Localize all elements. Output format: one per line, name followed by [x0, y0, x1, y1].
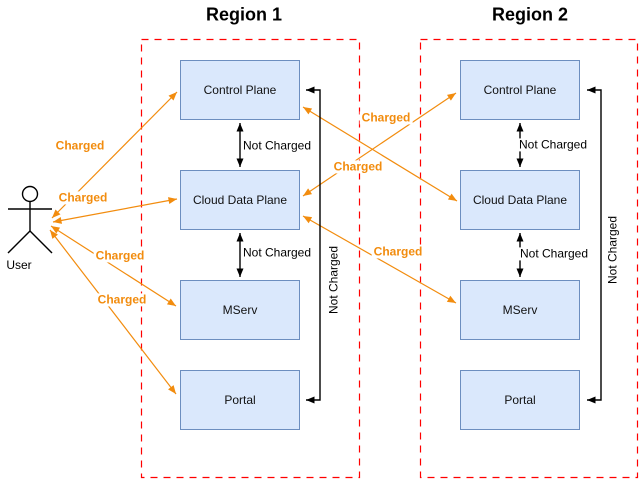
charged-label-r1cdp-r2mserv: Charged	[371, 244, 425, 259]
region1-node-mserv: MServ	[180, 280, 300, 340]
region1-node-portal: Portal	[180, 370, 300, 430]
user-actor-label: User	[6, 258, 32, 272]
charged-label-user-cdp: Charged	[56, 190, 110, 205]
edge-user-r1-cloud-data-plane	[52, 197, 178, 224]
charged-label-user-cp: Charged	[53, 138, 107, 153]
edge-r1cdp-r2-control-plane	[302, 92, 457, 197]
edge-r1-cp-portal-side	[306, 86, 321, 404]
region1-node-control-plane: Control Plane	[180, 60, 300, 120]
charged-label-user-portal: Charged	[95, 292, 149, 307]
notcharged-label-r2-cp-cdp: Not Charged	[516, 137, 590, 152]
notcharged-label-r2-cdp-mserv: Not Charged	[517, 246, 591, 261]
notcharged-label-r2-side: Not Charged	[605, 213, 620, 287]
region2-node-mserv: MServ	[460, 280, 580, 340]
region2-node-portal: Portal	[460, 370, 580, 430]
edge-r2-cp-portal-side	[587, 86, 602, 404]
notcharged-label-r1-side: Not Charged	[326, 243, 341, 317]
notcharged-label-r1-cdp-mserv: Not Charged	[240, 245, 314, 260]
region1-title: Region 1	[205, 4, 283, 25]
edge-r1cp-r2-cloud-data-plane	[302, 106, 458, 202]
edge-r1cdp-r2-mserv	[302, 215, 457, 304]
charged-label-r1cdp-r2cp: Charged	[359, 110, 413, 125]
charged-label-r1cp-r2cdp: Charged	[331, 159, 385, 174]
edge-user-r1-portal	[49, 229, 177, 395]
user-actor-icon	[7, 185, 53, 254]
region2-title: Region 2	[491, 4, 569, 25]
region2-node-control-plane: Control Plane	[460, 60, 580, 120]
region2-node-cloud-data-plane: Cloud Data Plane	[460, 170, 580, 230]
region1-node-cloud-data-plane: Cloud Data Plane	[180, 170, 300, 230]
notcharged-label-r1-cp-cdp: Not Charged	[240, 138, 314, 153]
region2-boundary	[419, 38, 639, 479]
charged-label-user-mserv: Charged	[93, 248, 147, 263]
